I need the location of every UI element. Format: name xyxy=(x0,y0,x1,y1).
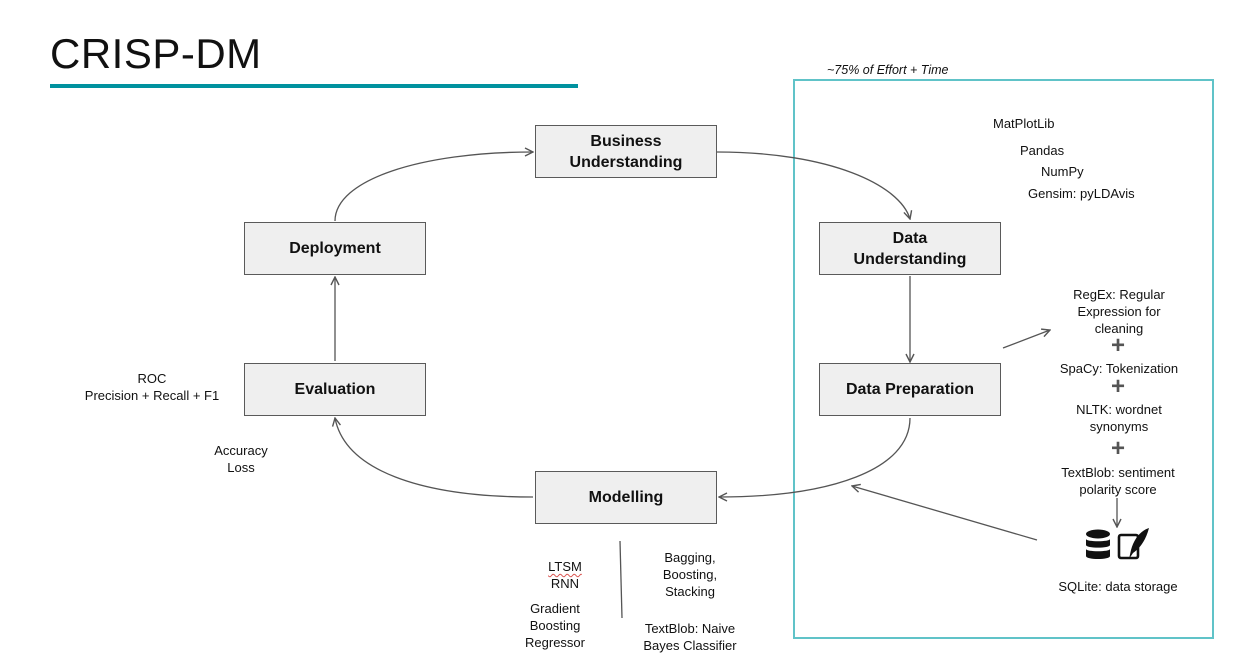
phase-deployment: Deployment xyxy=(244,222,426,275)
arrow-modelling-to-evaluation xyxy=(335,418,534,498)
metric-roc-precision: ROC Precision + Recall + F1 xyxy=(84,371,220,403)
tool-nltk: NLTK: wordnet synonyms xyxy=(1076,402,1162,434)
notebook-quill-icon xyxy=(1117,528,1149,560)
phase-data-preparation: Data Preparation xyxy=(819,363,1001,416)
metric-accuracy-loss: Accuracy Loss xyxy=(214,443,268,475)
phase-business-understanding: Business Understanding xyxy=(535,125,717,178)
tool-numpy: NumPy xyxy=(1041,164,1084,179)
tool-ltsm: LTSM xyxy=(530,558,600,575)
plus-sign: + xyxy=(1111,373,1126,400)
tool-textblob-sentiment: TextBlob: sentiment polarity score xyxy=(1061,465,1175,497)
tool-matplotlib: MatPlotLib xyxy=(993,116,1055,131)
tool-rnn: RNN xyxy=(550,576,580,591)
modelling-tools-divider xyxy=(619,540,623,619)
tool-regex: RegEx: Regular Expression for cleaning xyxy=(1073,287,1165,336)
effort-label: ~75% of Effort + Time xyxy=(827,63,949,77)
phase-evaluation: Evaluation xyxy=(244,363,426,416)
tool-spacy: SpaCy: Tokenization xyxy=(1059,361,1179,376)
arrow-storage-to-modelling xyxy=(852,486,1038,541)
title-underline xyxy=(50,84,578,88)
phase-modelling: Modelling xyxy=(535,471,717,524)
plus-sign: + xyxy=(1111,435,1126,462)
arrow-deployment-to-business xyxy=(334,152,533,222)
tool-ltsm-text: LTSM xyxy=(548,559,582,574)
phase-data-understanding: Data Understanding xyxy=(819,222,1001,275)
arrow-business-to-data-understanding xyxy=(716,151,910,219)
arrow-preparation-to-modelling xyxy=(719,417,911,497)
plus-sign: + xyxy=(1111,332,1126,359)
tool-gradient-boosting: Gradient Boosting Regressor xyxy=(525,601,585,650)
arrow-preparation-to-regex xyxy=(1002,330,1050,349)
tool-pandas: Pandas xyxy=(1020,143,1065,158)
tool-ensemble: Bagging, Boosting, Stacking xyxy=(662,550,718,599)
page-title: CRISP-DM xyxy=(50,30,262,77)
tool-gensim: Gensim: pyLDAvis xyxy=(1028,186,1135,201)
effort-region-box xyxy=(793,79,1214,639)
tool-sqlite: SQLite: data storage xyxy=(1058,579,1178,594)
tool-naive-bayes: TextBlob: Naive Bayes Classifier xyxy=(643,621,737,653)
database-icon xyxy=(1086,529,1110,559)
